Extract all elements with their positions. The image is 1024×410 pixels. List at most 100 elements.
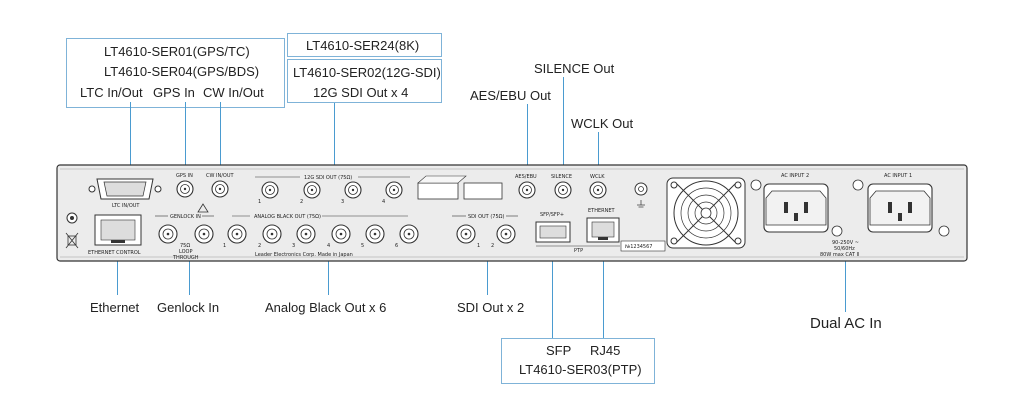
label-analog-black-out: Analog Black Out x 6 <box>265 300 387 315</box>
panel-ethernet-port: ETHERNET <box>588 208 616 214</box>
warning-triangle-icon <box>197 203 209 213</box>
sdi12g-port-1: 1 <box>258 199 261 205</box>
leader-cw <box>220 102 221 180</box>
sdi-out-bnc-2 <box>496 224 516 244</box>
sdi12g-port-3: 3 <box>341 199 344 205</box>
leader-rj45 <box>603 241 604 338</box>
weee-bin-icon <box>65 232 79 249</box>
sdi-out-port-1: 1 <box>477 243 480 249</box>
chassis <box>56 164 968 262</box>
label-dual-ac-in: Dual AC In <box>810 315 882 332</box>
callout-box-ptp <box>501 338 655 384</box>
panel-analog-black-out: ANALOG BLACK OUT (75Ω) <box>254 214 321 220</box>
label-ser04: LT4610-SER04(GPS/BDS) <box>104 64 260 79</box>
analog-port-5: 5 <box>361 243 364 249</box>
aes-ebu-bnc <box>518 181 536 199</box>
panel-serial: №1234567 <box>625 244 652 250</box>
leader-wclk <box>598 132 599 184</box>
analog-black-bnc-5 <box>365 224 385 244</box>
analog-port-1: 1 <box>223 243 226 249</box>
analog-black-bnc-1 <box>227 224 247 244</box>
panel-ac-input-1: AC INPUT 1 <box>884 173 912 179</box>
sdi12g-port-2: 2 <box>300 199 303 205</box>
genlock-bnc-2 <box>194 224 214 244</box>
label-ser01: LT4610-SER01(GPS/TC) <box>104 44 250 59</box>
leader-gps <box>185 102 186 180</box>
leader-sfp <box>552 244 553 338</box>
leader-sdi-out <box>487 243 488 295</box>
panel-ptp: PTP <box>574 248 583 254</box>
genlock-bnc-1 <box>158 224 178 244</box>
leader-ac <box>845 257 846 312</box>
label-silence-out: SILENCE Out <box>534 61 615 76</box>
leader-12g-sdi <box>334 103 335 177</box>
label-rj45: RJ45 <box>590 343 621 358</box>
label-genlock-in: Genlock In <box>157 300 220 315</box>
fan-grille-icon <box>666 177 746 249</box>
slot-cover-1 <box>417 182 459 200</box>
panel-ac-rating-1: 90-250V ~ <box>832 240 859 246</box>
label-ethernet: Ethernet <box>90 300 140 315</box>
label-ser24: LT4610-SER24(8K) <box>306 38 420 53</box>
panel-genlock-75: 75Ω <box>180 243 190 249</box>
label-sdi-out: SDI Out x 2 <box>457 300 525 315</box>
slot-cover-2 <box>463 182 503 200</box>
ground-terminal-icon <box>634 182 648 208</box>
panel-ethernet-control: ETHERNET CONTROL <box>88 250 141 256</box>
sdi12g-bnc-3 <box>344 181 362 199</box>
analog-black-bnc-4 <box>331 224 351 244</box>
cw-bnc-connector <box>211 180 229 198</box>
label-cw: CW In/Out <box>203 85 264 100</box>
panel-aes-ebu: AES/EBU <box>515 174 537 180</box>
leader-ethernet <box>117 249 118 295</box>
panel-sdi-out: SDI OUT (75Ω) <box>468 214 504 220</box>
wclk-bnc <box>589 181 607 199</box>
leader-genlock <box>189 249 190 295</box>
analog-black-bnc-2 <box>262 224 282 244</box>
panel-cw-in-out: CW IN/OUT <box>206 173 235 179</box>
panel-ac-rating-3: 80W max CAT Ⅱ <box>820 252 859 258</box>
label-ser03: LT4610-SER03(PTP) <box>519 362 642 377</box>
panel-12g-sdi-out: 12G SDI OUT (75Ω) <box>304 175 352 181</box>
ac-inlet-2 <box>750 179 843 237</box>
sdi-out-bnc-1 <box>456 224 476 244</box>
sdi-out-port-2: 2 <box>491 243 494 249</box>
sdi12g-bnc-4 <box>385 181 403 199</box>
sdi12g-bnc-2 <box>303 181 321 199</box>
ltc-dsub-connector <box>88 178 162 200</box>
leader-ltc <box>130 102 131 175</box>
panel-ltc-in-out: LTC IN/OUT <box>112 203 140 209</box>
callout-box-ser24 <box>287 33 442 57</box>
panel-genlock-loop: LOOP <box>179 249 193 255</box>
gps-bnc-connector <box>176 180 194 198</box>
leader-aes-ebu <box>527 104 528 184</box>
sdi12g-port-4: 4 <box>382 199 385 205</box>
panel-maker: Leader Electronics Corp. Made in Japan <box>255 252 353 258</box>
analog-black-bnc-3 <box>296 224 316 244</box>
panel-gps-in: GPS IN <box>176 173 193 179</box>
panel-ac-rating-2: 50/60Hz <box>834 246 855 252</box>
label-gps: GPS In <box>153 85 195 100</box>
sdi12g-bnc-1 <box>261 181 279 199</box>
label-wclk-out: WCLK Out <box>571 116 634 131</box>
analog-port-4: 4 <box>327 243 330 249</box>
silence-bnc <box>554 181 572 199</box>
panel-wclk: WCLK <box>590 174 605 180</box>
compliance-mark-icon <box>66 212 78 224</box>
label-sfp: SFP <box>546 343 572 358</box>
panel-genlock-in: GENLOCK IN <box>170 214 201 220</box>
panel-sfp: SFP/SFP+ <box>540 212 564 218</box>
analog-port-2: 2 <box>258 243 261 249</box>
analog-black-bnc-6 <box>399 224 419 244</box>
ac-inlet-1 <box>852 179 950 237</box>
label-ltc: LTC In/Out <box>80 85 143 100</box>
label-12g-sdi-out: 12G SDI Out x 4 <box>313 85 409 100</box>
panel-genlock-through: THROUGH <box>172 255 199 261</box>
serial-label <box>620 240 666 252</box>
callout-box-ser02 <box>287 59 442 103</box>
label-ser02: LT4610-SER02(12G-SDI) <box>293 65 441 80</box>
analog-port-6: 6 <box>395 243 398 249</box>
leader-silence <box>563 77 564 184</box>
